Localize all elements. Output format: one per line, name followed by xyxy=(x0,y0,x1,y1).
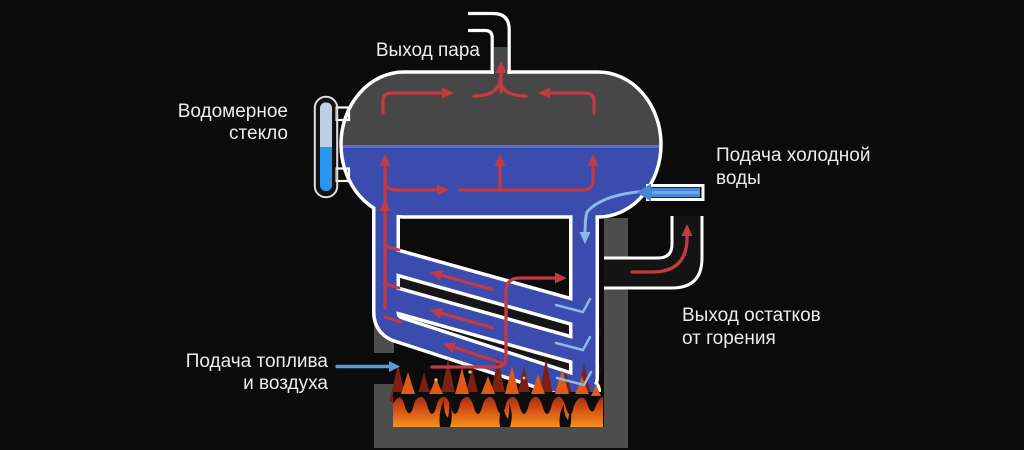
labels: Выход пара Водомерное стекло Подача холо… xyxy=(178,40,871,394)
duct-outer-wall xyxy=(604,216,704,290)
tube-merge-ticks xyxy=(382,244,402,324)
duct-inner-wall xyxy=(604,216,674,260)
fuel-air-supply xyxy=(335,361,400,372)
gauge-water-level xyxy=(320,147,332,191)
steam-left-line xyxy=(381,91,451,115)
tube3-entry-chevron xyxy=(555,370,593,387)
water-flow-marks xyxy=(554,189,650,387)
inlet-arrowhead xyxy=(637,183,651,202)
combustion-chamber-walls xyxy=(374,218,628,448)
steam-pipe-left-wall xyxy=(468,28,494,74)
flue-gas-arrowhead xyxy=(555,272,567,284)
label-gauge-glass-line2: стекло xyxy=(229,123,288,144)
cold-water-inlet xyxy=(637,183,705,202)
right-wall xyxy=(604,218,628,448)
steam-pipe-right-wall xyxy=(468,11,511,74)
spark xyxy=(522,376,526,380)
exhaust-arrowhead xyxy=(681,224,693,236)
steam-left-arrowhead xyxy=(442,87,454,99)
gauge-outer-rim xyxy=(313,95,339,199)
water-gauge-glass xyxy=(313,95,351,199)
gauge-steam-level xyxy=(320,102,332,147)
flame-dark-licks xyxy=(393,392,603,427)
riser-arrowhead xyxy=(379,199,391,211)
tube1-arrowhead xyxy=(430,270,444,281)
downcomer-arrowhead xyxy=(579,232,591,244)
left-wall-lower xyxy=(374,384,394,428)
flame-orange-tips xyxy=(401,366,601,396)
water-left-arrowhead xyxy=(437,184,449,196)
water-right-line xyxy=(458,158,595,192)
label-fuel-air-line2: и воздуха xyxy=(243,373,328,394)
tube1-entry-chevron xyxy=(554,297,592,314)
spark xyxy=(434,378,438,382)
spark xyxy=(468,370,472,374)
label-fuel-air-line1: Подача топлива xyxy=(186,351,329,372)
water-up-arrowhead-right xyxy=(587,154,599,166)
label-cold-water-line2: воды xyxy=(716,168,761,189)
tube2-arrowhead xyxy=(430,308,444,319)
steam-right-arrowhead xyxy=(538,87,550,99)
tube1-flow-line xyxy=(434,272,494,292)
flue-gas-path xyxy=(430,272,567,369)
label-combustion-residue-line2: от горения xyxy=(682,328,776,349)
flue-gas-line xyxy=(430,276,563,369)
steam-outlet-pipe xyxy=(468,11,511,94)
label-cold-water-line1: Подача холодной xyxy=(716,145,870,166)
label-combustion-residue-line1: Выход остатков xyxy=(682,305,821,326)
inlet-to-downcomer-flow xyxy=(583,189,650,238)
exhaust-duct xyxy=(604,216,704,290)
water-left-line xyxy=(383,177,445,192)
label-gauge-glass-line1: Водомерное xyxy=(178,101,288,122)
water-up-arrowhead-left xyxy=(379,154,391,166)
fire xyxy=(389,356,603,427)
tube2-flow-line xyxy=(434,310,494,330)
water-up-arrowhead-center xyxy=(494,154,506,166)
steam-right-line xyxy=(541,91,596,115)
duct-interior xyxy=(604,216,702,288)
tube3-flow-line xyxy=(447,344,507,366)
riser-tube3 xyxy=(375,193,598,402)
exhaust-flow-arrow xyxy=(630,229,689,274)
fuel-arrowhead xyxy=(389,361,400,372)
tube3-arrowhead xyxy=(443,342,457,353)
tube2-entry-chevron xyxy=(554,335,592,352)
label-steam-outlet: Выход пара xyxy=(376,40,481,61)
steam-exit-arrowhead xyxy=(495,61,507,73)
bottom-wall xyxy=(374,427,628,448)
